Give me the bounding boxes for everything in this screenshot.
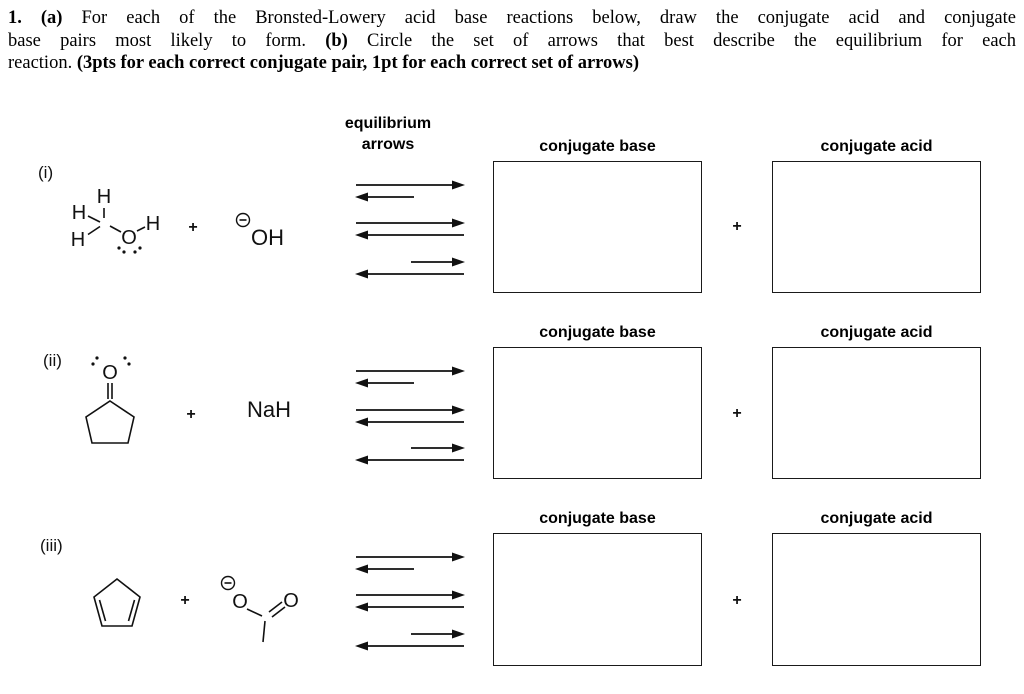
plus-sign-reactants-i: +	[188, 219, 198, 236]
plus-sign-products-ii: +	[732, 405, 742, 422]
atom-label-o: O	[121, 227, 137, 249]
conjugate-acid-heading-ii: conjugate acid	[820, 324, 933, 341]
atom-label-h-hydroxyl: H	[146, 213, 160, 235]
hydroxide-anion: OH	[235, 212, 284, 250]
problem-line-3: reaction. (3pts for each correct conjuga…	[8, 52, 1016, 75]
lone-pair-dot	[127, 362, 131, 366]
reaction-i-label: (i)	[38, 163, 54, 182]
cyclopentane-ring	[85, 400, 135, 444]
arrow-option-balanced-iii[interactable]	[354, 587, 466, 613]
points-note: (3pts for each correct conjugate pair, 1…	[76, 53, 640, 73]
arrow-option-reverse-favored-i[interactable]	[354, 254, 466, 280]
sodium-hydride-label: NaH	[247, 397, 292, 422]
lone-pair-dot	[122, 250, 126, 254]
conjugate-base-box-i[interactable]	[493, 161, 702, 293]
double-bond-co	[268, 601, 283, 613]
double-bond-right	[127, 599, 136, 622]
lone-pair-dot	[117, 246, 121, 250]
reaction-iii-label: (iii)	[40, 536, 63, 555]
problem-text-4: reaction.	[8, 53, 77, 73]
negative-charge-icon	[220, 575, 236, 591]
equilibrium-heading-line1: equilibrium	[344, 115, 432, 132]
plus-sign-reactants-ii: +	[186, 406, 196, 423]
arrow-option-forward-favored-iii[interactable]	[354, 549, 466, 575]
bond-co	[109, 225, 122, 233]
plus-sign-products-i: +	[732, 218, 742, 235]
lone-pair-dot	[95, 356, 99, 360]
lone-pair-dot	[138, 246, 142, 250]
double-bond-co	[271, 606, 286, 618]
atom-label-o-anion: O	[232, 591, 248, 613]
plus-sign-reactants-iii: +	[180, 592, 190, 609]
problem-text-3: Circle the set of arrows that best descr…	[347, 30, 1016, 51]
conjugate-acid-box-i[interactable]	[772, 161, 981, 293]
atom-label-carbonyl-o: O	[102, 362, 118, 384]
conjugate-acid-heading-iii: conjugate acid	[820, 510, 933, 527]
lone-pair-dot	[91, 362, 95, 366]
problem-statement: 1. (a) For each of the Bronsted-Lowery a…	[8, 7, 1016, 75]
equilibrium-heading-line2: arrows	[361, 136, 415, 153]
lone-pair-dot	[133, 250, 137, 254]
negative-charge-icon	[235, 212, 251, 228]
bond-ch-upper-left	[87, 215, 101, 223]
conjugate-base-heading-ii: conjugate base	[539, 324, 656, 341]
arrow-option-balanced-ii[interactable]	[354, 402, 466, 428]
part-b-marker: (b)	[325, 30, 348, 51]
plus-sign-products-iii: +	[732, 592, 742, 609]
bond-methyl	[262, 620, 266, 643]
methanol-structure: H H H O H	[71, 186, 160, 254]
arrow-option-forward-favored-i[interactable]	[354, 177, 466, 203]
conjugate-acid-heading-i: conjugate acid	[820, 138, 933, 155]
acetate-anion-structure: O O	[220, 575, 299, 643]
atom-label-o-carbonyl: O	[283, 590, 299, 612]
conjugate-acid-box-iii[interactable]	[772, 533, 981, 666]
arrow-option-reverse-favored-ii[interactable]	[354, 440, 466, 466]
bond-oc	[246, 608, 263, 617]
arrow-option-balanced-i[interactable]	[354, 215, 466, 241]
problem-text-1: For each of the Bronsted-Lowery acid bas…	[62, 8, 1017, 28]
problem-line-2: base pairs most likely to form. (b) Circ…	[8, 30, 1016, 53]
atom-label-h-upper-left: H	[72, 202, 86, 224]
bond-ch-lower-left	[87, 225, 101, 236]
cyclopentadiene-ring	[93, 577, 141, 627]
conjugate-base-box-ii[interactable]	[493, 347, 702, 479]
problem-line-1: 1. (a) For each of the Bronsted-Lowery a…	[8, 7, 1016, 30]
bond-oh	[136, 226, 146, 232]
arrow-option-reverse-favored-iii[interactable]	[354, 626, 466, 652]
problem-number: 1. (a)	[8, 8, 63, 28]
arrow-option-forward-favored-ii[interactable]	[354, 363, 466, 389]
double-bond-left	[98, 599, 107, 622]
equilibrium-arrows-heading: equilibrium arrows	[328, 113, 448, 155]
reaction-ii-label: (ii)	[43, 351, 62, 370]
conjugate-acid-box-ii[interactable]	[772, 347, 981, 479]
atom-label-h-lower-left: H	[71, 229, 85, 251]
conjugate-base-heading-iii: conjugate base	[539, 510, 656, 527]
conjugate-base-box-iii[interactable]	[493, 533, 702, 666]
conjugate-base-heading-i: conjugate base	[539, 138, 656, 155]
lone-pair-dot	[123, 356, 127, 360]
cyclopentanone-structure: O	[85, 356, 135, 444]
atom-label-h-top: H	[97, 186, 111, 208]
problem-text-2: base pairs most likely to form.	[8, 30, 326, 51]
hydroxide-label: OH	[251, 225, 284, 250]
cyclopentadiene-structure	[93, 577, 141, 627]
